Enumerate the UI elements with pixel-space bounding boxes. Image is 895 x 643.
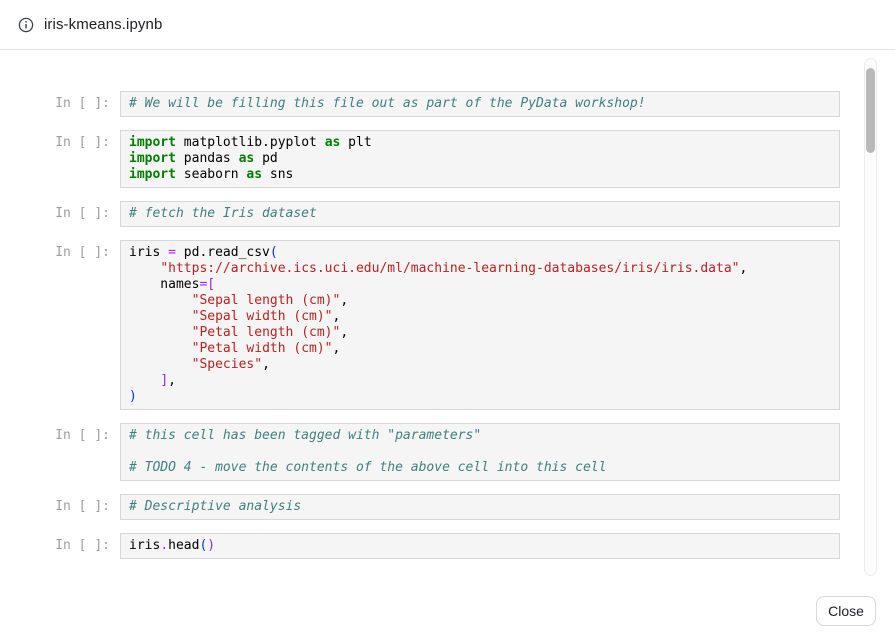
notebook-cell: In [ ]: # Descriptive analysis xyxy=(48,494,840,520)
cell-code-editor[interactable]: # this cell has been tagged with "parame… xyxy=(120,423,840,481)
code-line: iris = pd.read_csv( xyxy=(129,245,278,260)
code-line xyxy=(129,444,831,460)
cell-input-prompt: In [ ]: xyxy=(55,206,110,221)
notebook-cell: In [ ]: iris.head() xyxy=(48,533,840,559)
close-button[interactable]: Close xyxy=(816,596,876,626)
scrollbar-thumb[interactable] xyxy=(866,68,875,153)
code-line: import matplotlib.pyplot as plt xyxy=(129,135,372,150)
code-line: "Sepal width (cm)", xyxy=(191,309,341,324)
notebook-cell: In [ ]: # this cell has been tagged with … xyxy=(48,423,840,481)
cell-code-editor[interactable]: # fetch the Iris dataset xyxy=(120,201,840,227)
code-line: "Species", xyxy=(191,357,270,372)
code-line: # fetch the Iris dataset xyxy=(129,206,317,221)
notebook-cell: In [ ]: # We will be filling this file ou… xyxy=(48,91,840,117)
cell-input-prompt: In [ ]: xyxy=(55,538,110,553)
notebook-cell: In [ ]: iris = pd.read_csv( "https://arch… xyxy=(48,240,840,410)
cell-input-prompt: In [ ]: xyxy=(55,245,110,260)
cell-input-prompt: In [ ]: xyxy=(55,499,110,514)
dialog-header: iris-kmeans.ipynb xyxy=(0,0,895,50)
cell-input-prompt: In [ ]: xyxy=(55,428,110,443)
scrollbar-track[interactable] xyxy=(864,58,877,576)
code-line: import seaborn as sns xyxy=(129,167,294,182)
cell-code-editor[interactable]: # We will be filling this file out as pa… xyxy=(120,91,840,117)
code-line: "Sepal length (cm)", xyxy=(191,293,349,308)
info-icon xyxy=(18,17,34,32)
code-line: import pandas as pd xyxy=(129,151,278,166)
code-line: # this cell has been tagged with "parame… xyxy=(129,428,482,443)
cell-input-prompt: In [ ]: xyxy=(55,96,110,111)
notebook-cell: In [ ]: # fetch the Iris dataset xyxy=(48,201,840,227)
notebook-scroll-area[interactable]: In [ ]: # We will be filling this file ou… xyxy=(0,51,862,578)
notebook-cells: In [ ]: # We will be filling this file ou… xyxy=(0,91,862,559)
code-line: "Petal width (cm)", xyxy=(191,341,341,356)
code-line: "Petal length (cm)", xyxy=(191,325,349,340)
cell-code-editor[interactable]: # Descriptive analysis xyxy=(120,494,840,520)
code-line: "https://archive.ics.uci.edu/ml/machine-… xyxy=(160,261,748,276)
code-line: # Descriptive analysis xyxy=(129,499,302,514)
cell-code-editor[interactable]: iris.head() xyxy=(120,533,840,559)
cell-input-prompt: In [ ]: xyxy=(55,135,110,150)
cell-code-editor[interactable]: iris = pd.read_csv( "https://archive.ics… xyxy=(120,240,840,410)
code-line: names=[ xyxy=(129,277,216,292)
file-title: iris-kmeans.ipynb xyxy=(44,16,163,33)
code-line: # We will be filling this file out as pa… xyxy=(129,96,646,111)
code-line: iris.head() xyxy=(129,538,216,553)
code-line: ], xyxy=(160,373,176,388)
code-line: # TODO 4 - move the contents of the abov… xyxy=(129,460,607,475)
code-line: ) xyxy=(129,389,137,404)
